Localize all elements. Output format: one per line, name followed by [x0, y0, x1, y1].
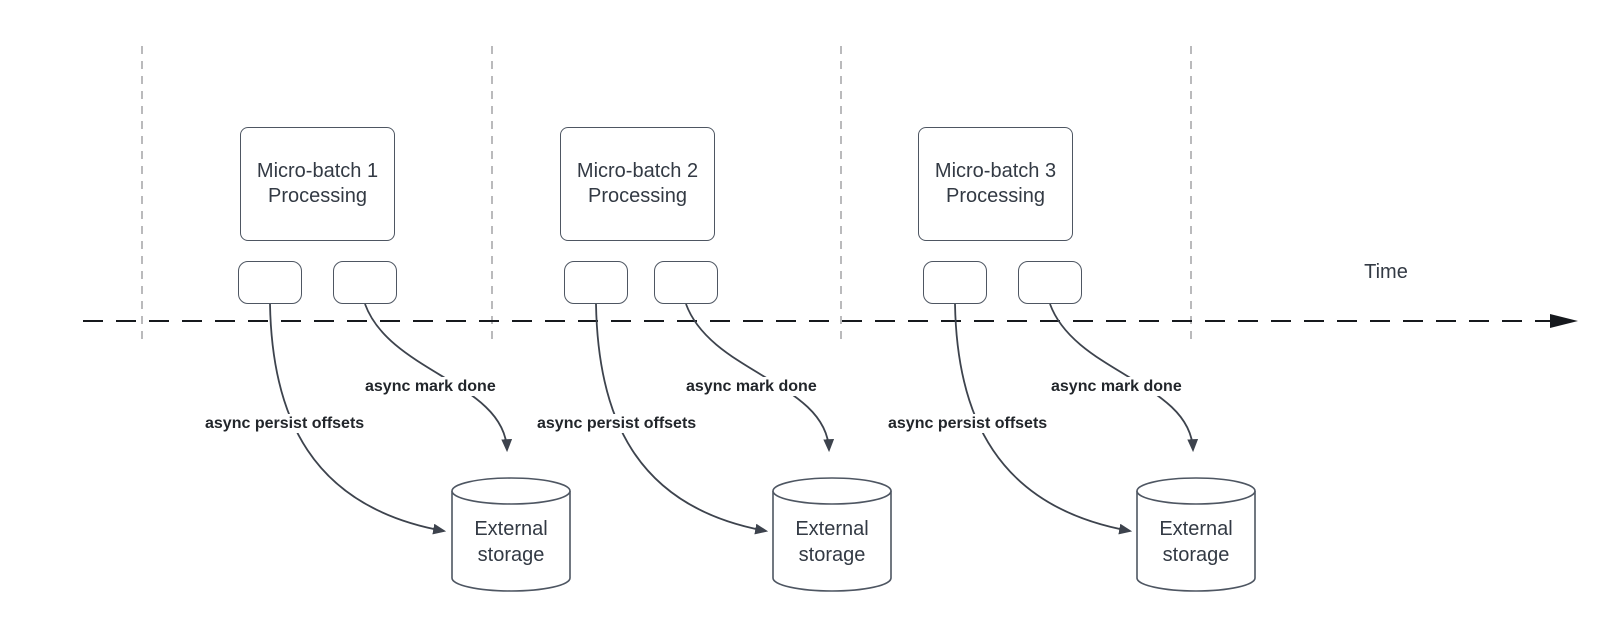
external-storage-label-2: External storage — [773, 516, 891, 568]
persist-offsets-arrow-3 — [954, 303, 1133, 535]
processing-box-2: Micro-batch 2 Processing — [560, 127, 715, 241]
persist-offsets-label-2: async persist offsets — [535, 414, 699, 433]
external-storage-cylinder-2 — [772, 477, 892, 592]
processing-box-1-title-line1: Micro-batch 1 — [256, 160, 379, 182]
processing-box-1: Micro-batch 1 Processing — [240, 127, 395, 241]
persist-task-box-1 — [238, 261, 302, 304]
external-storage-cylinder-1 — [451, 477, 571, 592]
persist-offsets-arrow-1 — [269, 303, 447, 535]
external-storage-label-3-line2: storage — [1162, 544, 1230, 566]
mark-task-box-3 — [1018, 261, 1082, 304]
processing-box-3: Micro-batch 3 Processing — [918, 127, 1073, 241]
processing-box-2-title-line2: Processing — [588, 185, 687, 207]
persist-offsets-label-3: async persist offsets — [886, 414, 1050, 433]
mark-done-label-2: async mark done — [684, 377, 819, 396]
mark-task-box-1 — [333, 261, 397, 304]
persist-offsets-arrow-2 — [595, 303, 769, 535]
external-storage-label-2-line1: External — [795, 518, 869, 540]
processing-box-3-title-line1: Micro-batch 3 — [934, 160, 1057, 182]
processing-box-3-title-line2: Processing — [946, 185, 1045, 207]
persist-offsets-label-1: async persist offsets — [203, 414, 367, 433]
time-axis-arrowhead-icon — [1550, 314, 1578, 328]
mark-task-box-2 — [654, 261, 718, 304]
external-storage-label-1: External storage — [452, 516, 570, 568]
processing-box-1-title-line2: Processing — [268, 185, 367, 207]
time-axis-label: Time — [1364, 261, 1408, 283]
persist-task-box-2 — [564, 261, 628, 304]
external-storage-label-1-line2: storage — [477, 544, 545, 566]
mark-done-label-1: async mark done — [363, 377, 498, 396]
external-storage-label-3: External storage — [1137, 516, 1255, 568]
persist-task-box-3 — [923, 261, 987, 304]
processing-box-2-title-line1: Micro-batch 2 — [576, 160, 699, 182]
external-storage-cylinder-3 — [1136, 477, 1256, 592]
mark-done-label-3: async mark done — [1049, 377, 1184, 396]
external-storage-label-1-line1: External — [474, 518, 548, 540]
external-storage-label-3-line1: External — [1159, 518, 1233, 540]
external-storage-label-2-line2: storage — [798, 544, 866, 566]
